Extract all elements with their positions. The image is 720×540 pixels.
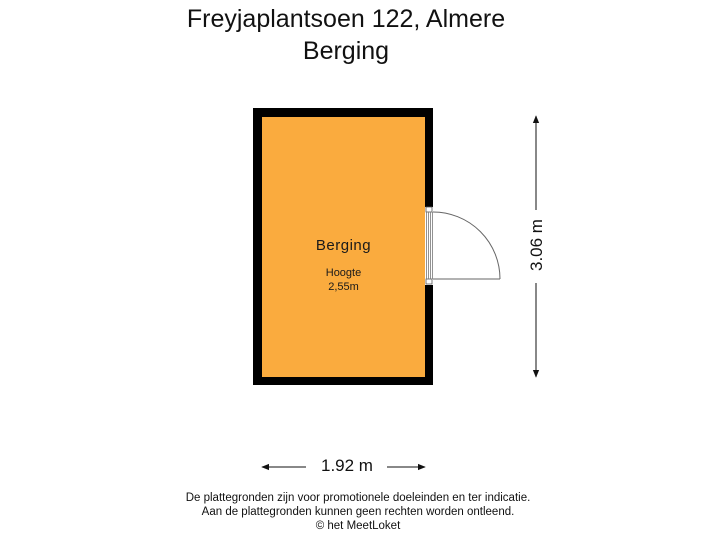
floor-title: Berging	[302, 37, 390, 65]
room-name-label: Berging	[315, 237, 372, 254]
room-height-value: 2,55m	[328, 281, 359, 293]
room-floor-berging	[262, 117, 425, 377]
width-dimension-label: 1.92 m	[307, 456, 387, 476]
address-title: Freyjaplantsoen 122, Almere	[186, 5, 506, 33]
disclaimer-line-1: De plattegronden zijn voor promotionele …	[185, 492, 531, 504]
door	[425, 206, 501, 285]
door-swing-arc	[432, 211, 501, 280]
copyright-line: © het MeetLoket	[315, 520, 401, 532]
room-height-label: Hoogte	[325, 267, 362, 279]
depth-dimension-label: 3.06 m	[527, 210, 547, 280]
disclaimer-line-2: Aan de plattegronden kunnen geen rechten…	[201, 506, 515, 518]
